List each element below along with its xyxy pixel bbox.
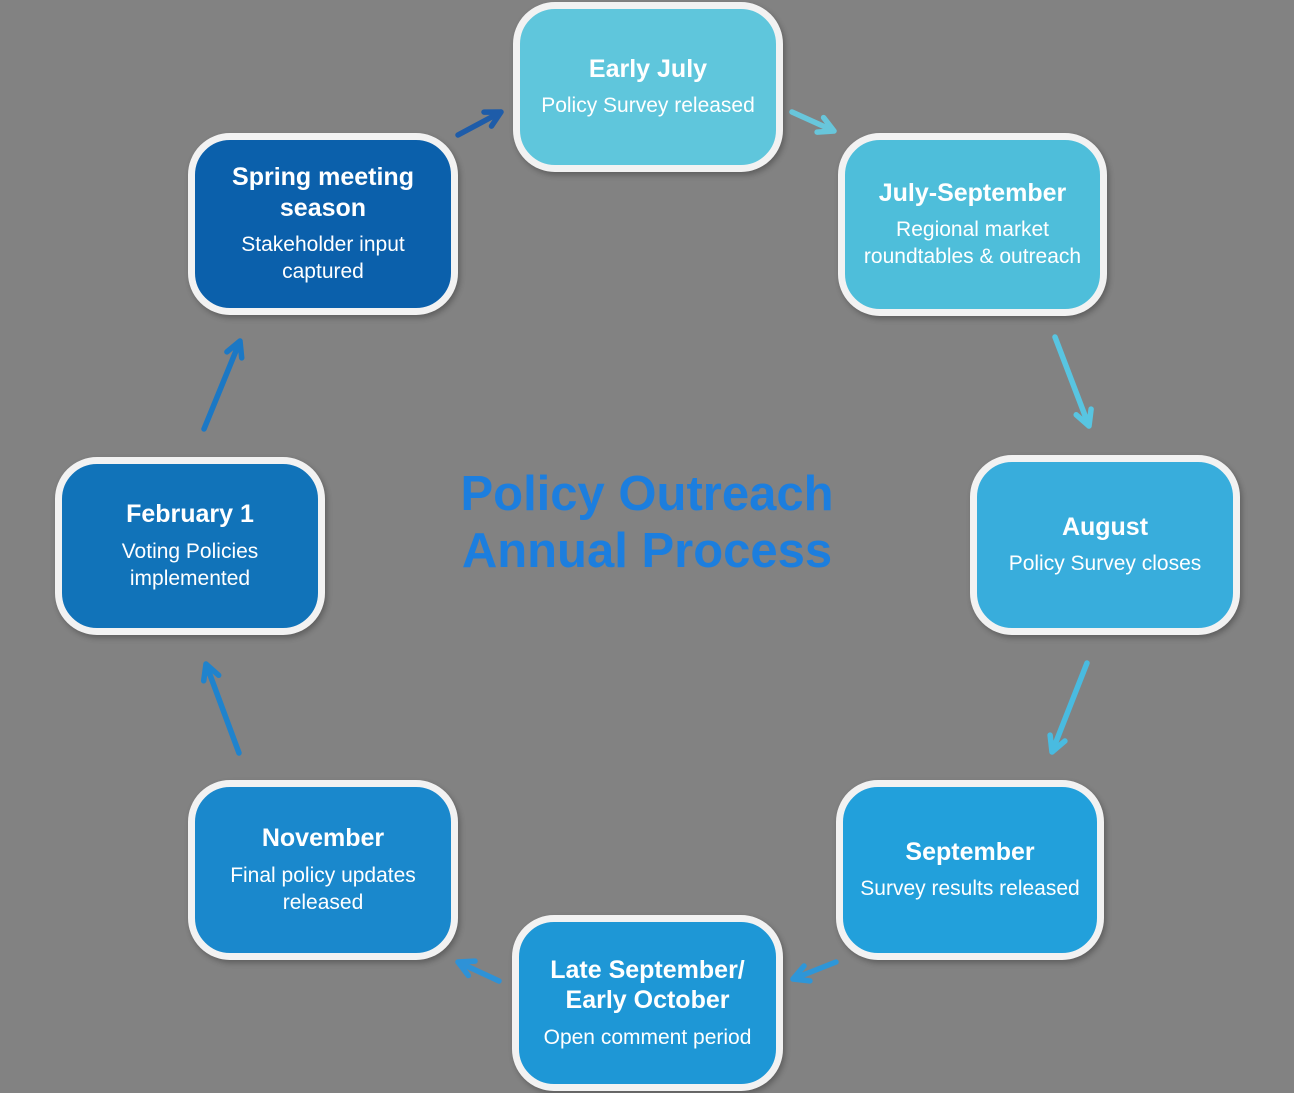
node-heading: August (1061, 512, 1149, 541)
arrow-august-to-september (1047, 660, 1090, 755)
arrow-july-september-to-august (1052, 334, 1094, 429)
node-july-september: July-September Regional market roundtabl… (838, 133, 1107, 316)
node-heading: Spring meeting season (232, 163, 414, 222)
node-early-july: Early July Policy Survey released (513, 2, 783, 172)
arrow-september-to-late-september (790, 959, 839, 984)
node-spring-meeting-season: Spring meeting season Stakeholder input … (188, 133, 458, 315)
arrow-late-september-to-november (455, 958, 502, 984)
node-heading: July-September (878, 178, 1067, 207)
node-body: Regional market roundtables & outreach (863, 218, 1082, 269)
node-heading: Late September/ Early October (550, 955, 745, 1015)
node-body: Stakeholder input captured (241, 233, 405, 283)
node-body: Survey results released (860, 877, 1080, 901)
arrow-early-july-to-july-september (789, 109, 837, 135)
arrow-february-to-spring-meeting (201, 338, 245, 432)
node-late-september-early-october: Late September/ Early October Open comme… (512, 915, 783, 1091)
diagram-title-line2: Annual Process (461, 524, 833, 579)
node-body: Final policy updates released (230, 863, 416, 914)
node-heading: February 1 (126, 500, 254, 529)
arrow-spring-meeting-to-early-july (455, 109, 504, 138)
node-body: Policy Survey released (541, 94, 755, 118)
node-heading: September (905, 837, 1035, 866)
node-body: Open comment period (543, 1025, 752, 1049)
diagram-title: Policy Outreach Annual Process (297, 466, 997, 581)
node-august: August Policy Survey closes (970, 455, 1240, 635)
node-november: November Final policy updates released (188, 780, 458, 960)
node-heading: November (261, 824, 385, 853)
node-heading: Early July (588, 54, 708, 83)
node-body: Voting Policies implemented (121, 539, 259, 590)
node-september: September Survey results released (836, 780, 1104, 960)
arrow-november-to-february (200, 661, 242, 756)
node-body: Policy Survey closes (1008, 552, 1202, 576)
diagram-title-line1: Policy Outreach (460, 467, 834, 521)
node-february-1: February 1 Voting Policies implemented (55, 457, 325, 635)
